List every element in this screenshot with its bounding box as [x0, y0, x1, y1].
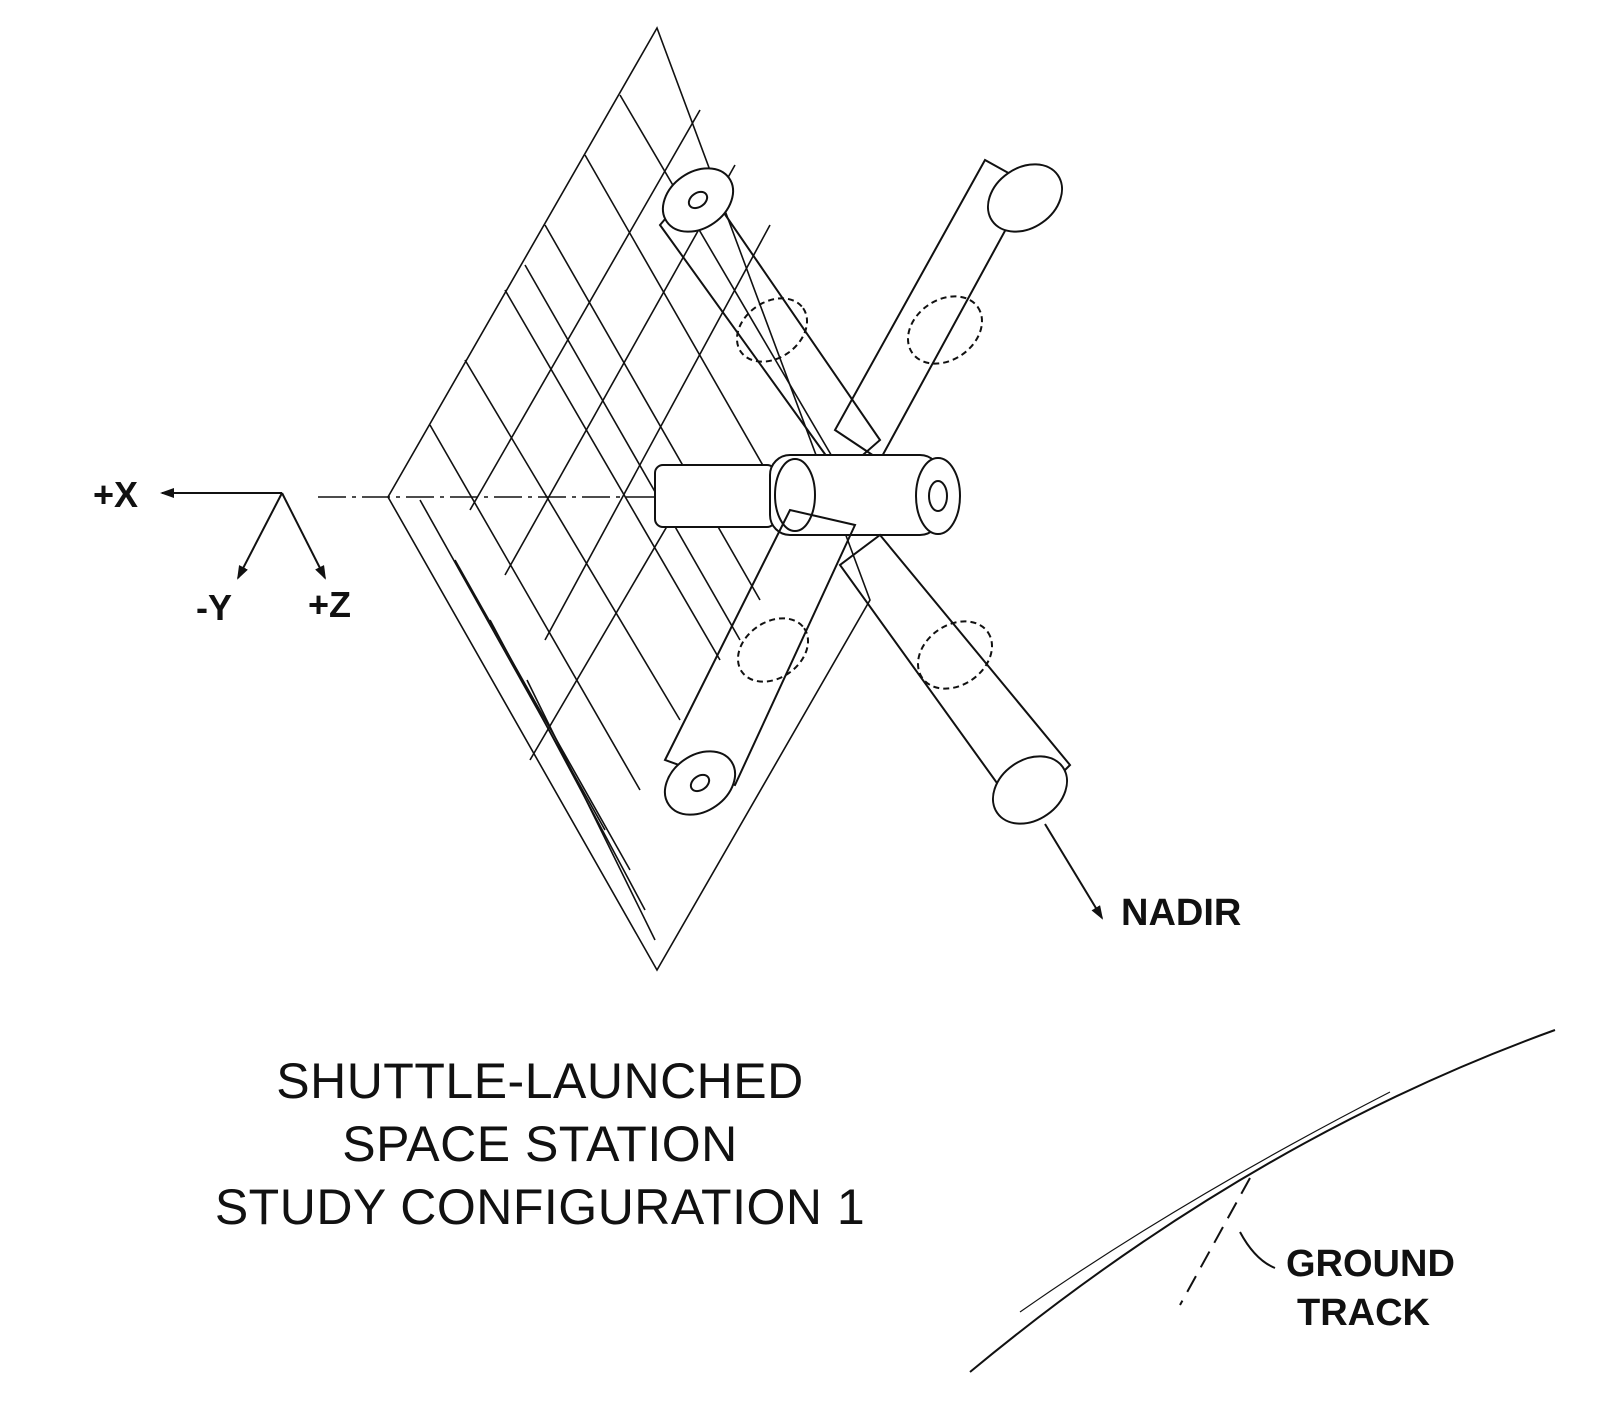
module-lower-left — [663, 508, 857, 816]
y-axis-label: -Y — [196, 587, 232, 628]
z-axis-arrow — [281, 492, 326, 580]
nadir-label: NADIR — [1121, 892, 1241, 934]
title-line-3: STUDY CONFIGURATION 1 — [214, 1179, 866, 1235]
module-upper-right — [833, 158, 1064, 462]
y-axis-arrow — [237, 492, 283, 580]
ground-track-label-line2: TRACK — [1297, 1292, 1431, 1334]
ground-track-line — [1179, 1177, 1251, 1306]
x-axis-label: +X — [93, 474, 138, 515]
title-line-1: SHUTTLE-LAUNCHED — [276, 1053, 804, 1109]
nadir-arrow — [1044, 823, 1104, 920]
module-upper-left — [658, 167, 882, 477]
ground-track-leader — [1239, 1231, 1276, 1269]
ground-track-label-line1: GROUND — [1286, 1243, 1455, 1285]
coordinate-axes — [160, 488, 326, 580]
title-line-2: SPACE STATION — [342, 1116, 738, 1172]
earth-limb — [969, 1029, 1556, 1373]
central-hub — [654, 454, 961, 536]
solar-array-panel — [387, 26, 871, 972]
z-axis-label: +Z — [308, 584, 351, 625]
module-lower-right — [838, 533, 1072, 825]
